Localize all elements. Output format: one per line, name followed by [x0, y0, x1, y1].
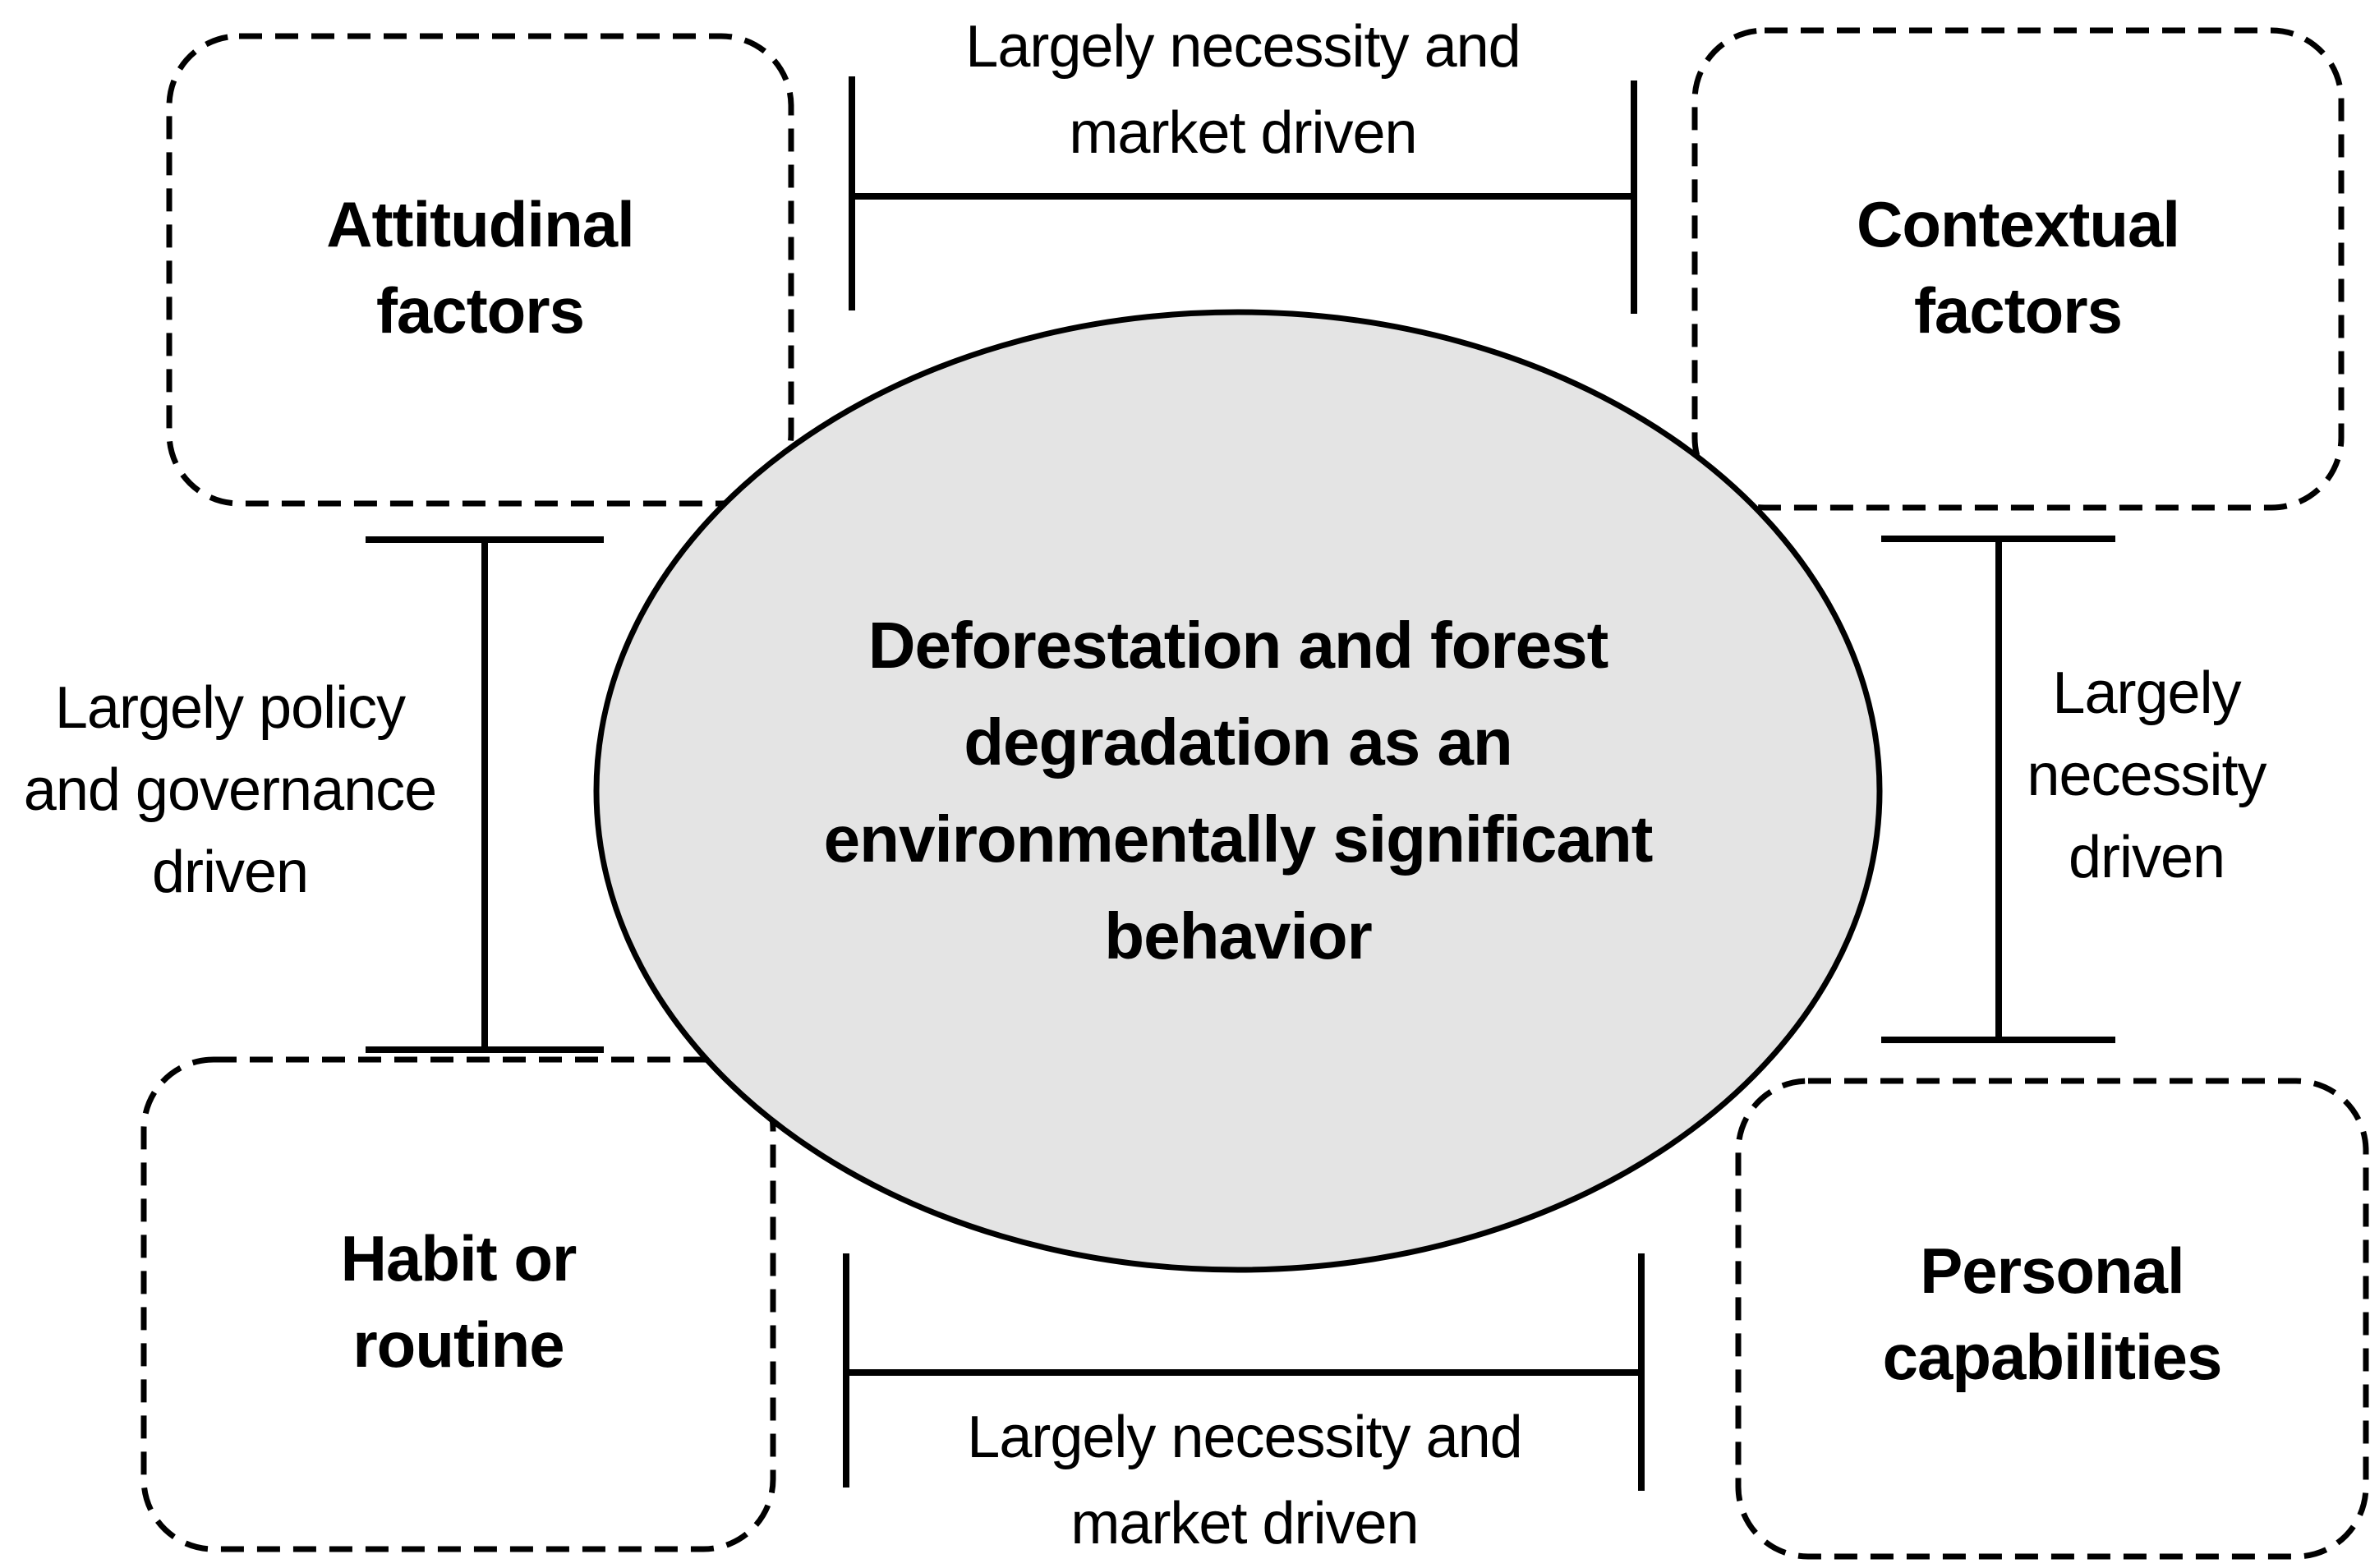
- habit-routine-title-line2: routine: [352, 1308, 564, 1381]
- central-ellipse-label-line3: environmentally significant: [823, 802, 1654, 876]
- bottom-connector-label-line2: market driven: [1070, 1491, 1419, 1557]
- left-connector-label-line1: Largely policy: [54, 675, 406, 741]
- personal-capabilities-box-title: Personal capabilities: [1738, 1228, 2366, 1400]
- central-ellipse-label-line4: behavior: [1104, 899, 1372, 973]
- central-ellipse-label-line1: Deforestation and forest: [867, 609, 1609, 682]
- right-connector-label-line2: necessity: [2027, 743, 2266, 808]
- top-connector-label-line1: Largely necessity and: [965, 14, 1521, 80]
- central-ellipse-label: Deforestation and forest degradation as …: [622, 597, 1854, 985]
- central-ellipse: [593, 309, 1883, 1273]
- left-connector-label-line2: and governance: [23, 757, 437, 823]
- left-connector-label: Largely policy and governance driven: [0, 667, 460, 913]
- left-connector-label-line3: driven: [151, 839, 309, 905]
- contextual-factors-title-line2: factors: [1913, 274, 2123, 347]
- habit-routine-title-line1: Habit or: [340, 1222, 578, 1294]
- right-connector-label: Largely necessity driven: [1900, 652, 2370, 899]
- contextual-factors-box-outline: [1691, 27, 2345, 511]
- right-connector-label-line3: driven: [2068, 825, 2225, 890]
- attitudinal-factors-box-outline: [166, 33, 794, 507]
- attitudinal-factors-box-title: Attitudinal factors: [169, 182, 791, 354]
- bottom-connector-label-line1: Largely necessity and: [967, 1405, 1522, 1470]
- personal-capabilities-title-line2: capabilities: [1882, 1321, 2223, 1393]
- bottom-connector-label: Largely necessity and market driven: [834, 1395, 1655, 1567]
- top-connector-label: Largely necessity and market driven: [832, 4, 1654, 177]
- right-connector-label-line1: Largely: [2052, 660, 2241, 726]
- habit-routine-box-title: Habit or routine: [144, 1216, 773, 1388]
- top-connector-label-line2: market driven: [1069, 100, 1417, 166]
- central-ellipse-label-line2: degradation as an: [964, 706, 1513, 779]
- personal-capabilities-title-line1: Personal: [1920, 1235, 2184, 1307]
- attitudinal-factors-title-line2: factors: [375, 274, 585, 347]
- attitudinal-factors-title-line1: Attitudinal: [326, 188, 635, 260]
- contextual-factors-title-line1: Contextual: [1856, 188, 2180, 260]
- contextual-factors-box-title: Contextual factors: [1695, 182, 2341, 354]
- personal-capabilities-box-outline: [1735, 1078, 2369, 1560]
- habit-routine-box-outline: [140, 1056, 776, 1552]
